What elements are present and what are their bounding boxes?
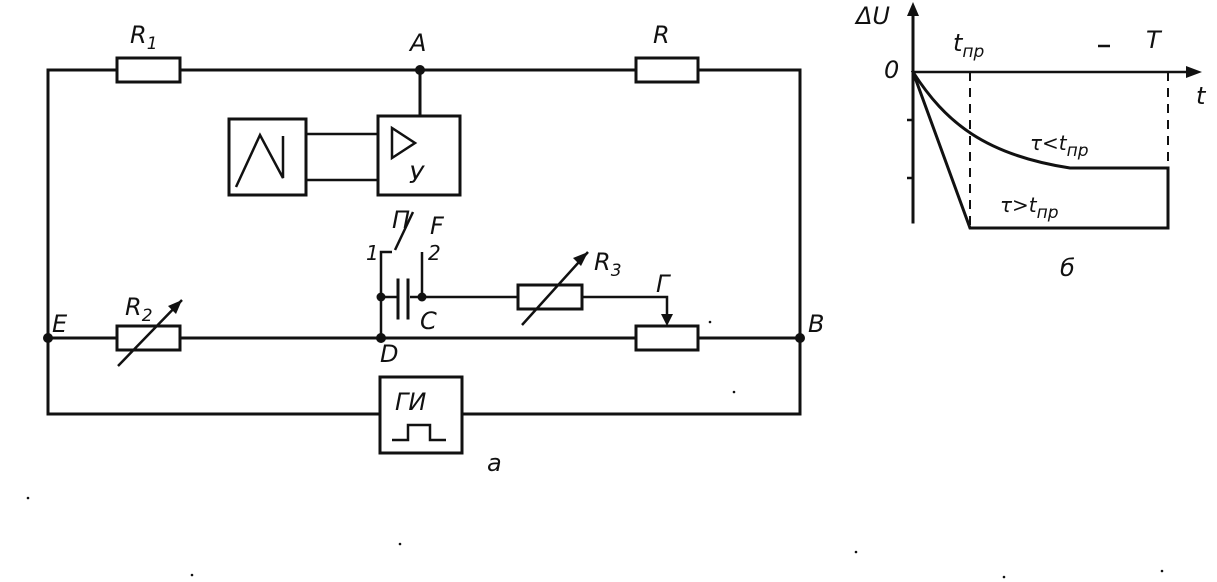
capacitor [396,278,410,320]
graph-caption: б [1060,254,1075,282]
r2-label: R2 [125,293,153,326]
arrowhead-r3 [573,252,588,266]
contact-1-label: 1 [366,241,379,265]
wire-r3-to-slider [582,295,669,318]
y-axis-label: ΔU [854,2,890,30]
junction-c [417,292,427,302]
wire-left-top [46,68,119,340]
junction-b [795,333,805,343]
origin-label: 0 [884,56,899,84]
variable-arrow-r3 [521,251,589,326]
oscilloscope-block [227,117,308,197]
scan-speckles [26,320,1164,579]
curve-fast-response [911,70,1170,230]
circuit-caption: а [487,449,502,477]
r3-label: R3 [594,248,622,281]
period-label: T [1146,26,1163,54]
amplifier-triangle-icon [390,125,418,161]
switch-p-label: П [392,206,410,234]
resistor-r1 [115,56,182,84]
switch-blade [393,211,415,251]
sawtooth-icon [234,132,285,188]
x-axis-arrow [1186,66,1202,78]
resistor-r3 [516,283,584,311]
wire-bottom-right [460,336,802,416]
t-pr-label: tпр [953,29,985,62]
amplifier-block: У [376,114,462,197]
r-label: R [653,21,670,49]
wire-bottom-left [46,336,382,416]
node-c-label: C [420,307,437,335]
contact-2-label: 2 [428,241,441,265]
potentiometer-slider-arrow [661,314,673,326]
curve-slow-label: τ<tпр [1030,131,1089,161]
curve-slow-response [910,69,1170,170]
node-g-label: Г [656,270,671,298]
variable-arrow-r2 [117,299,183,367]
node-f-label: F [430,212,445,240]
arrowhead-r2 [168,300,182,314]
x-axis-label: t [1196,82,1207,110]
bridge-circuit: У ГИ R1 R R2 R3 A B D E C F Г П 1 2 а [43,21,824,477]
node-e-label: E [52,310,68,338]
junction-a [415,65,425,75]
junction-e [43,333,53,343]
y-axis-arrow [907,2,919,16]
junction-d [376,333,386,343]
resistor-r [634,56,700,84]
pulse-generator-label: ГИ [395,388,426,416]
wire-contact1-to-d [379,250,392,338]
node-a-label: A [408,29,426,57]
pulse-shape-icon [392,423,446,442]
junction-cap-left [376,292,386,302]
r1-label: R1 [130,21,158,54]
curve-fast-label: τ>tпр [1000,193,1059,223]
transient-graph: ΔU t 0 tпр T τ<tпр τ>tпр б [854,2,1207,282]
pulse-generator-block: ГИ [378,375,464,455]
node-b-label: B [808,310,824,338]
resistor-potentiometer [634,324,700,352]
node-d-label: D [380,340,398,368]
wire-right-top [696,68,802,340]
resistor-r2 [115,324,182,352]
circuit-wires [46,68,802,416]
amplifier-label: У [409,161,425,189]
